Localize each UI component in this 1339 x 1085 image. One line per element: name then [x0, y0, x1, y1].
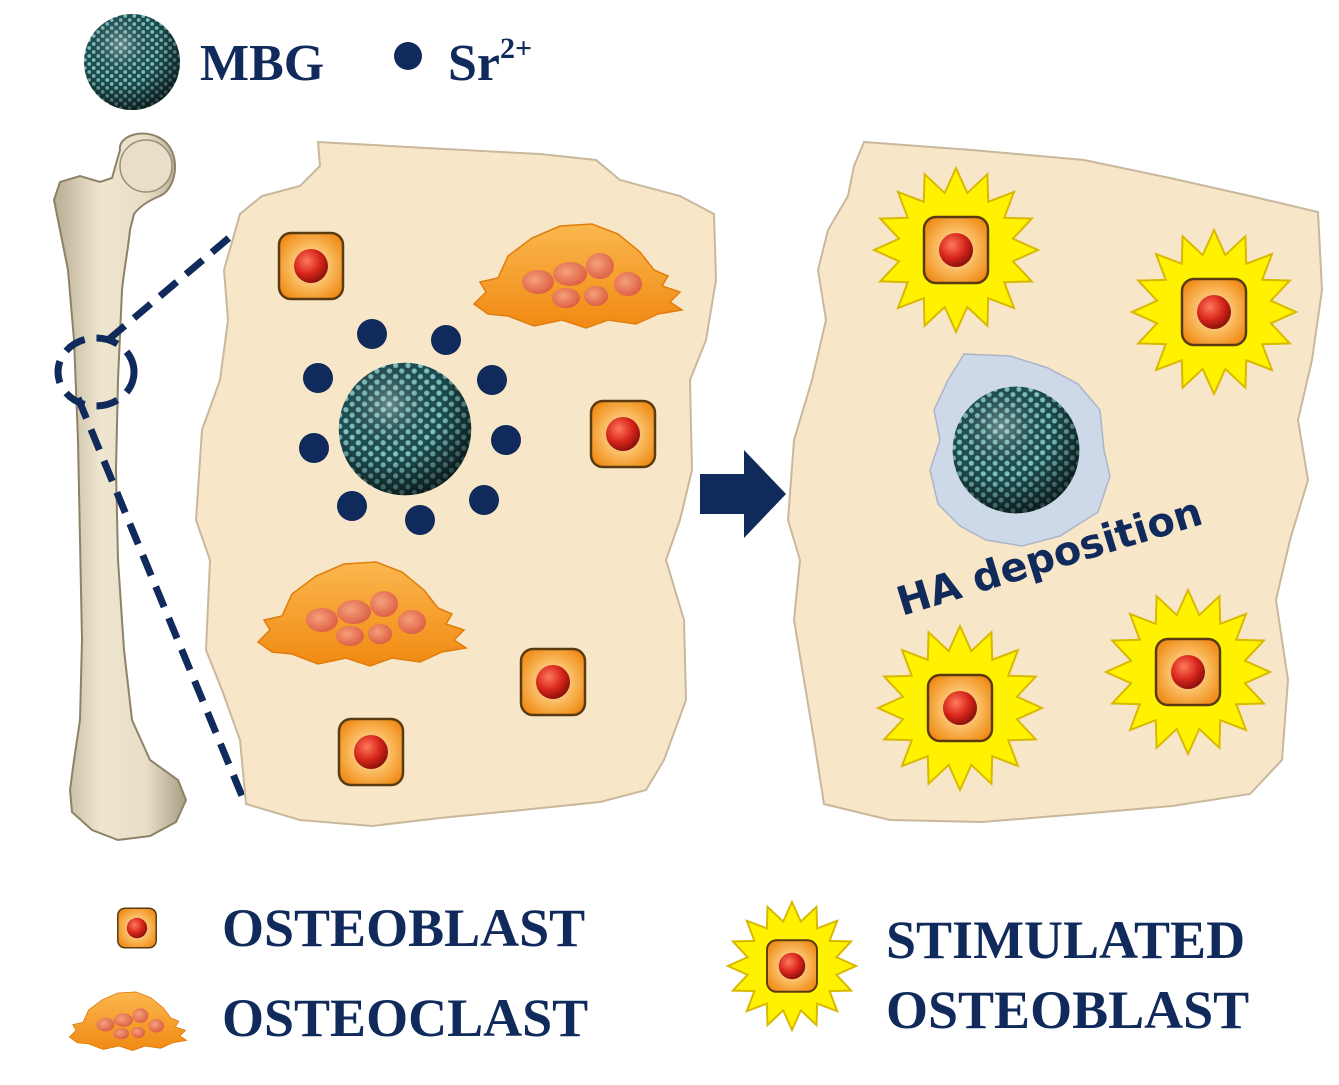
sr-ion-dot-icon [299, 433, 329, 463]
osteoblast-cell-icon [1180, 277, 1248, 347]
sr-ion-dot-icon [469, 485, 499, 515]
osteoblast-cell-icon [1154, 637, 1222, 707]
sr-ion-dot-icon [303, 363, 333, 393]
mbg-sphere-icon [952, 386, 1080, 514]
osteoblast-cell-icon [117, 907, 157, 949]
stimulated-label-line1: STIMULATED [886, 910, 1245, 970]
osteoblast-cell-icon [337, 717, 405, 787]
legend-bottom: OSTEOBLAST OSTEOCLAST STIMULATED OSTEOBL… [68, 898, 1249, 1052]
osteoblast-cell-icon [922, 215, 990, 285]
sr-ion-dot-icon [337, 491, 367, 521]
osteoblast-cell-icon [519, 647, 587, 717]
mbg-sphere-icon [84, 14, 180, 110]
sr-label: Sr2+ [448, 32, 532, 92]
osteoclast-label: OSTEOCLAST [222, 988, 588, 1048]
sr-ion-dot-icon [394, 42, 422, 70]
osteoblast-label: OSTEOBLAST [222, 898, 585, 958]
stimulated-osteoblast-icon [1129, 227, 1299, 397]
osteoblast-cell-icon [926, 673, 994, 743]
sr-ion-dot-icon [431, 325, 461, 355]
sr-ion-dot-icon [405, 505, 435, 535]
zoom-callout [54, 229, 246, 798]
sr-ion-dot-icon [477, 365, 507, 395]
mbg-sphere-icon [338, 362, 472, 496]
stimulated-osteoblast-icon [1103, 587, 1273, 757]
osteoblast-cell-icon [766, 939, 818, 993]
osteoblast-cell-icon [277, 231, 345, 301]
sr-ion-ring [299, 319, 521, 535]
mbg-label: MBG [200, 35, 324, 92]
sr-ion-dot-icon [357, 319, 387, 349]
right-arrow-icon [700, 450, 786, 538]
stimulated-osteoblast-icon [875, 623, 1045, 793]
legend-top: MBG Sr2+ [84, 14, 532, 110]
stimulated-osteoblast-icon [871, 165, 1041, 335]
sr-ion-dot-icon [491, 425, 521, 455]
femur-bone-icon [52, 132, 188, 842]
osteoclast-cell-icon [68, 991, 188, 1052]
osteoblast-cell-icon [589, 399, 657, 469]
stimulated-osteoblast-icon [725, 899, 859, 1033]
tissue-panel-left [194, 140, 718, 828]
stimulated-label-line2: OSTEOBLAST [886, 980, 1249, 1040]
